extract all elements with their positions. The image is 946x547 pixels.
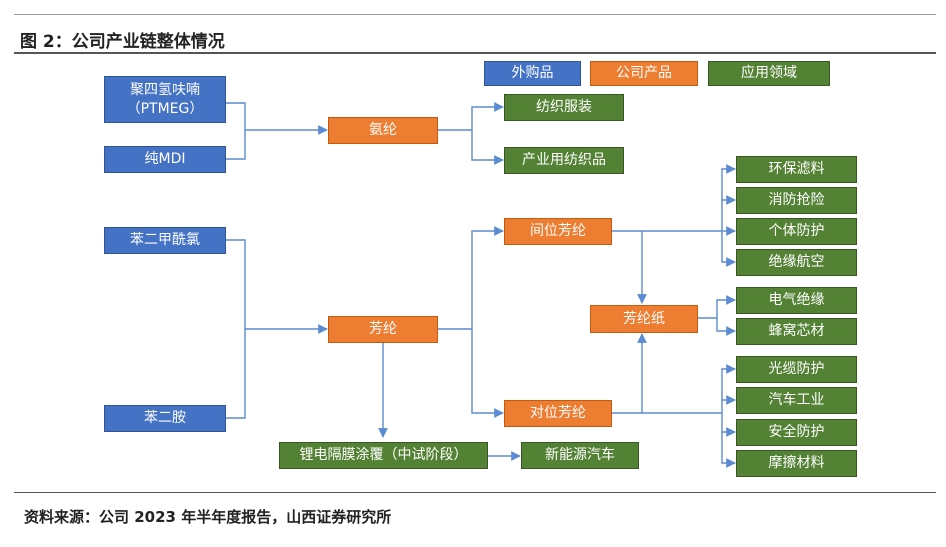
node-electrical-insulation: 电气绝缘 xyxy=(736,287,857,314)
connector-aramid-para xyxy=(471,329,504,418)
node-cable-protection: 光缆防护 xyxy=(736,356,857,383)
node-ptmeg-line2: （PTMEG） xyxy=(126,100,204,117)
node-mdi: 纯MDI xyxy=(104,146,226,173)
node-para-aramid: 对位芳纶 xyxy=(504,400,612,427)
connector-spandex-apparel xyxy=(471,102,504,130)
node-diamine: 苯二胺 xyxy=(104,405,226,432)
node-aramid-paper: 芳纶纸 xyxy=(590,305,698,333)
connector-diamine xyxy=(226,329,246,419)
node-friction-materials: 摩擦材料 xyxy=(736,450,857,477)
bottom-rule xyxy=(14,492,936,493)
legend-application: 应用领域 xyxy=(708,61,830,86)
node-ptmeg: 聚四氢呋喃 （PTMEG） xyxy=(104,76,226,123)
connector-para-friction xyxy=(721,432,736,468)
node-apparel: 纺织服装 xyxy=(504,94,624,121)
connector-meta-insulation xyxy=(721,231,736,267)
node-fire-rescue: 消防抢险 xyxy=(736,187,857,214)
legend-company-product: 公司产品 xyxy=(590,61,698,86)
node-spandex: 氨纶 xyxy=(328,117,438,144)
connector-spandex-industrial xyxy=(471,130,504,165)
node-safety-protection: 安全防护 xyxy=(736,419,857,446)
node-aramid: 芳纶 xyxy=(328,316,438,343)
node-new-energy-vehicle: 新能源汽车 xyxy=(521,442,639,469)
connector-paper-electrical xyxy=(716,295,736,318)
connector-meta-env xyxy=(721,164,736,231)
node-chloride: 苯二甲酰氯 xyxy=(104,227,226,254)
connector-chloride xyxy=(226,239,246,329)
source-note: 资料来源：公司 2023 年半年度报告，山西证券研究所 xyxy=(24,508,392,526)
node-personal-protection: 个体防护 xyxy=(736,218,857,245)
node-meta-aramid: 间位芳纶 xyxy=(504,218,612,245)
node-ptmeg-line1: 聚四氢呋喃 xyxy=(130,81,200,98)
top-rule xyxy=(14,14,936,15)
legend-purchased: 外购品 xyxy=(484,61,581,86)
connector-ptmeg xyxy=(226,102,246,130)
title-rule xyxy=(14,52,936,54)
connector-para-cable xyxy=(721,364,736,413)
connector-paper-honeycomb xyxy=(716,318,736,336)
node-insulation-aviation: 绝缘航空 xyxy=(736,249,857,276)
node-env-filter: 环保滤料 xyxy=(736,156,857,183)
figure-title: 图 2：公司产业链整体情况 xyxy=(20,32,225,52)
node-automotive: 汽车工业 xyxy=(736,387,857,414)
connector-aramid-meta xyxy=(471,226,504,329)
node-separator-coating: 锂电隔膜涂覆（中试阶段） xyxy=(279,442,488,469)
connector-para-safety xyxy=(721,413,736,437)
node-honeycomb-core: 蜂窝芯材 xyxy=(736,318,857,345)
connector-mdi xyxy=(226,130,246,160)
node-industrial-textiles: 产业用纺织品 xyxy=(504,147,624,174)
